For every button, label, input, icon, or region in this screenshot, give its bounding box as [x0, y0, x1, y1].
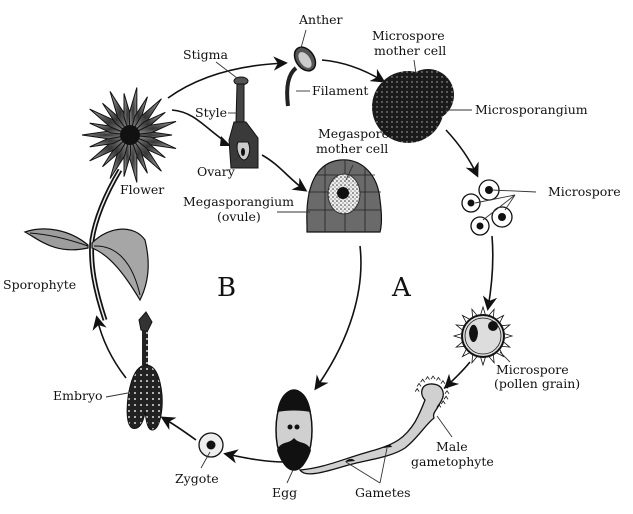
labels: Anther Filament Stigma Style Ovary Flowe…: [3, 12, 621, 500]
flower-illustration: [23, 87, 177, 321]
flower-center: [120, 125, 140, 145]
region-label-a: A: [391, 273, 412, 303]
gametophyte-spike: [414, 387, 420, 392]
filament-shape: [285, 66, 298, 107]
arrow-flower-to-anther: [167, 56, 288, 99]
label-filament: Filament: [312, 83, 368, 98]
pistil-illustration: [228, 76, 259, 169]
leader-lines: [105, 29, 537, 484]
microsporangium-illustration: [372, 69, 454, 143]
gametophyte-spike: [436, 403, 442, 408]
label-microspore: Microspore: [548, 184, 621, 199]
style-shape: [235, 83, 245, 123]
microspore-cell: [491, 206, 513, 228]
label-egg: Egg: [272, 485, 297, 500]
cycle-arrows: [92, 56, 498, 464]
left-leaf: [23, 228, 89, 251]
arrow-ovary-to-megasporangium: [261, 154, 308, 192]
arrow-pollen-to-gametophyte: [443, 361, 471, 390]
label-microspore-mother-cell-1: Microspore: [372, 28, 445, 43]
label-male-gametophyte-1: Male: [436, 439, 468, 454]
region-label-b: B: [217, 273, 236, 303]
pollen-spike: [503, 332, 514, 340]
gametophyte-spike: [440, 400, 446, 405]
pollen-spike: [479, 356, 487, 367]
label-stigma: Stigma: [183, 47, 228, 62]
gametophyte-spike: [443, 384, 449, 389]
gametophyte-spike: [416, 382, 422, 387]
embryo-illustration: [126, 311, 163, 431]
label-megasporangium-1: Megasporangium: [183, 194, 294, 209]
pollen-spike: [479, 305, 487, 316]
arrow-egg-to-zygote: [223, 449, 286, 464]
right-leaf: [91, 228, 149, 302]
label-zygote: Zygote: [175, 471, 219, 486]
arrowhead-ovary: [220, 136, 231, 146]
zygote-illustration: [198, 432, 224, 458]
arrow-microspore-to-pollen: [482, 235, 498, 311]
label-flower: Flower: [120, 182, 164, 197]
microspore-cell: [478, 179, 500, 201]
microspore-tetrad: [461, 179, 513, 236]
label-microsporangium: Microsporangium: [475, 102, 588, 117]
arrow-microsporangium-to-microspore: [445, 129, 479, 178]
arrow-zygote-to-embryo: [160, 416, 197, 441]
pollen-spike: [452, 332, 463, 340]
gametophyte-spike: [436, 376, 441, 381]
label-megaspore-mother-cell-2: mother cell: [316, 141, 388, 156]
flower-petals: [81, 87, 177, 183]
male-gametophyte-illustration: [298, 375, 450, 475]
megasporangium-illustration: [306, 159, 383, 233]
arrow-embryo-to-sporophyte: [92, 315, 127, 379]
gametophyte-spike: [443, 395, 449, 400]
anther-illustration: [285, 46, 317, 107]
arrow-megasporangium-to-egg: [314, 245, 362, 391]
label-male-gametophyte-2: gametophyte: [411, 454, 494, 469]
gametophyte-spike: [444, 390, 450, 395]
label-pollen-2: (pollen grain): [494, 376, 580, 391]
microspore-cell: [461, 193, 481, 213]
egg-illustration: [275, 389, 313, 471]
arrow-anther-to-microsporangium: [321, 59, 386, 83]
gametophyte-spike: [440, 379, 446, 384]
label-anther: Anther: [298, 12, 343, 27]
arrow-flower-to-ovary: [171, 109, 227, 143]
label-gametes: Gametes: [355, 485, 411, 500]
label-embryo: Embryo: [53, 388, 103, 403]
label-megaspore-mother-cell-1: Megaspore: [318, 126, 389, 141]
label-microspore-mother-cell-2: mother cell: [374, 43, 446, 58]
gametophyte-spike: [430, 375, 436, 380]
gametophyte-spikes: [414, 375, 450, 408]
flower-petal: [129, 120, 177, 136]
label-ovary: Ovary: [197, 164, 236, 179]
label-sporophyte: Sporophyte: [3, 277, 76, 292]
label-megasporangium-2: (ovule): [217, 209, 261, 224]
label-style: Style: [195, 105, 227, 120]
gametophyte-spike: [420, 378, 426, 383]
label-pollen-1: Microspore: [496, 362, 569, 377]
gametophyte-spike: [425, 375, 430, 380]
microspore-cell: [470, 216, 490, 236]
pollen-grain-illustration: [452, 305, 514, 367]
